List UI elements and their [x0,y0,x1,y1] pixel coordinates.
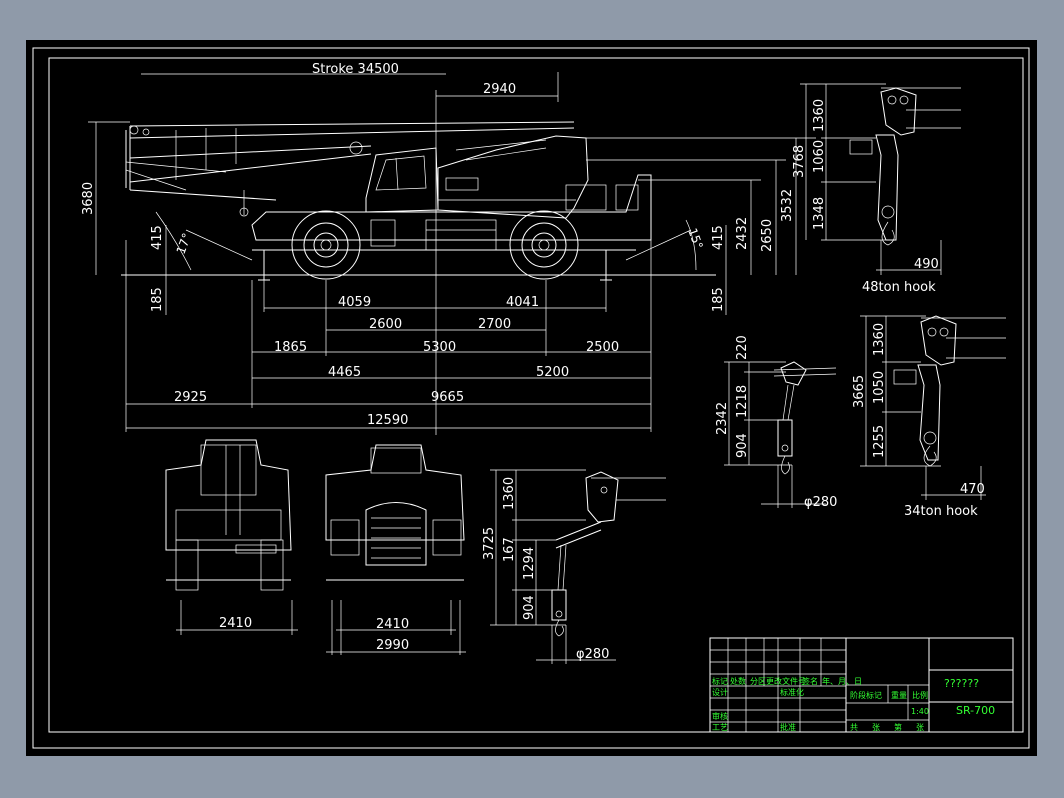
title-block[interactable]: 标记 处数 分区 更改文件号 签名 年、月、日 设计 标准化 阶段标记 重量 比… [709,637,1014,733]
side-view-dimension-lines [88,72,816,435]
single-right-dim-1218: 1218 [735,385,750,418]
hook34-dim-1050: 1050 [872,371,887,404]
tb-col-count: 处数 [730,676,746,686]
tb-process: 工艺 [712,723,728,732]
hook34-dim-470: 470 [960,482,985,497]
dim-2500: 2500 [586,340,619,355]
rear-wheel [509,210,579,280]
crane-drawing-canvas: Stroke 34500 2940 3680 415 185 17° 15° 4… [32,47,1030,749]
dim-415-right: 415 [711,225,726,250]
hook48-label: 48ton hook [862,280,936,295]
single-hook-center-view: 3725 1360 167 1294 904 φ280 [482,469,666,664]
front-view-overall: 2990 [376,638,409,653]
tb-col-sign: 签名 [802,676,818,686]
tb-sheets-no: 第 [894,722,902,732]
tb-stage-mark: 阶段标记 [850,690,882,700]
tb-col-doc: 更改文件号 [766,676,806,686]
tb-col-date: 年、月、日 [822,676,862,686]
dim-12590: 12590 [367,413,408,428]
dim-5200: 5200 [536,365,569,380]
single-right-dim-904: 904 [735,433,750,458]
operator-cab [365,147,439,213]
hook48-dim-1360: 1360 [812,99,827,132]
dim-4041: 4041 [506,295,539,310]
hook48-dim-3768: 3768 [792,145,807,178]
tb-model: SR-700 [956,704,995,717]
tb-sheets-unit1: 张 [872,723,880,732]
dim-415-left: 415 [150,225,165,250]
outer-frame [32,47,1030,749]
hook48-dim-1348: 1348 [812,197,827,230]
dim-1865: 1865 [274,340,307,355]
rear-view-width: 2410 [219,616,252,631]
dim-9665: 9665 [431,390,464,405]
front-wheel [291,210,361,280]
tb-designer: 设计 [712,687,728,697]
single-center-dim-3725: 3725 [482,527,497,560]
dim-3680: 3680 [81,182,96,215]
tb-sheets-total: 共 [850,723,858,732]
hook34-dim-1360: 1360 [872,323,887,356]
angle-left: 17° [174,231,194,256]
dim-4465: 4465 [328,365,361,380]
single-right-dim-220: 220 [735,335,750,360]
hook48-dim-1060: 1060 [812,140,827,173]
dim-2432: 2432 [735,217,750,250]
single-hook-right-view: 2342 220 1218 904 φ280 [715,335,837,510]
tb-review: 审核 [712,711,728,721]
dim-3532: 3532 [780,189,795,222]
hook48-dim-490: 490 [914,257,939,272]
hook-48-view: 3768 1360 1060 1348 490 48ton hook [792,83,961,295]
cad-viewport[interactable]: Stroke 34500 2940 3680 415 185 17° 15° 4… [26,40,1037,756]
dim-2700: 2700 [478,317,511,332]
stroke-label: Stroke 34500 [312,62,399,77]
inner-frame [48,57,1024,733]
hook-34-view: 3665 1360 1050 1255 470 34ton hook [852,315,1006,519]
tb-col-mark: 标记 [712,676,728,686]
carrier-chassis [251,174,652,281]
boom [125,121,575,217]
tb-scale-value: 1:40 [911,707,929,716]
side-view: Stroke 34500 2940 3680 415 185 17° 15° 4… [81,62,816,435]
dim-5300: 5300 [423,340,456,355]
hook34-dim-3665: 3665 [852,375,867,408]
dim-4059: 4059 [338,295,371,310]
hook34-label: 34ton hook [904,504,978,519]
tb-approve: 批准 [780,722,796,732]
dim-185-right: 185 [711,287,726,312]
tb-drawing-name: ?????? [944,677,979,690]
dim-185-left: 185 [150,287,165,312]
dim-2925: 2925 [174,390,207,405]
rear-view: 2410 [165,439,298,635]
dim-2650: 2650 [760,219,775,252]
tb-ratio: 比例 [912,690,928,700]
single-center-dim-904: 904 [522,595,537,620]
hook34-dim-1255: 1255 [872,425,887,458]
single-center-dim-167: 167 [502,537,517,562]
dim-2600: 2600 [369,317,402,332]
tb-sheets-unit2: 张 [916,723,924,732]
dim-2940: 2940 [483,82,516,97]
front-view: 2410 2990 [325,444,466,655]
tb-weight: 重量 [891,690,907,700]
single-center-dim-1294: 1294 [522,547,537,580]
tb-col-zone: 分区 [750,677,766,686]
superstructure [437,135,589,219]
single-right-dim-2342: 2342 [715,402,730,435]
angle-right: 15° [685,226,705,251]
front-view-width: 2410 [376,617,409,632]
single-center-phi: φ280 [576,647,609,662]
single-center-dim-1360: 1360 [502,477,517,510]
tb-standardize: 标准化 [780,687,804,697]
single-right-phi: φ280 [804,495,837,510]
